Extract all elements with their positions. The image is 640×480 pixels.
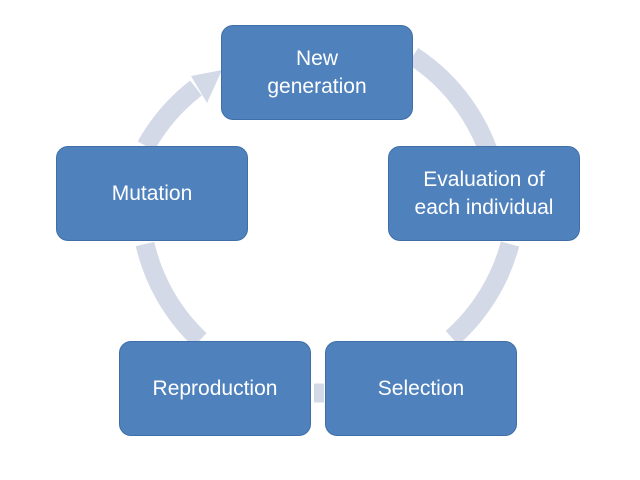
connector-eval-to-sel bbox=[445, 241, 520, 346]
step-label-reproduction: Reproduction bbox=[152, 376, 278, 400]
step-selection: Selection bbox=[325, 341, 517, 436]
step-mutation: Mutation bbox=[56, 146, 248, 241]
step-label-selection: Selection bbox=[377, 376, 465, 400]
arrowhead-icon bbox=[191, 70, 222, 103]
connector-rep-to-mut bbox=[135, 241, 207, 347]
connector-mut-to-new bbox=[137, 80, 202, 151]
step-reproduction: Reproduction bbox=[119, 341, 311, 436]
step-label-mutation: Mutation bbox=[111, 181, 193, 205]
